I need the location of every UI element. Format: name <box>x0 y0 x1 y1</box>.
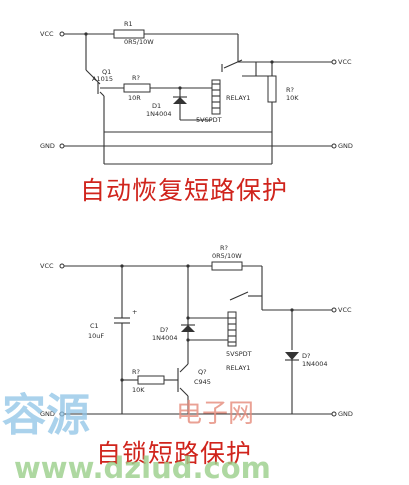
d-mid-bottom-value: 1N4004 <box>152 334 178 342</box>
gnd-in-top-terminal <box>59 143 65 149</box>
r-right-top-resistor <box>267 75 277 103</box>
d-mid-bottom-diode <box>181 325 195 332</box>
r-right-top-value: 10K <box>286 94 299 102</box>
gnd-out-top-label: GND <box>338 142 353 150</box>
top-circuit-title: 自动恢复短路保护 <box>80 176 288 205</box>
gnd-out-bottom-label: GND <box>338 410 353 418</box>
vcc-out-bottom-terminal <box>331 307 337 313</box>
d1-top-ref: D1 <box>152 102 161 110</box>
r-right-top-ref: R? <box>286 86 294 94</box>
watermark-brand: 容源 <box>2 390 90 441</box>
d-right-bottom-diode <box>285 352 299 360</box>
gnd-out-top-terminal <box>331 143 337 149</box>
d1-top-value: 1N4004 <box>146 110 172 118</box>
r1-top-value: 0R5/10W <box>124 38 154 46</box>
r1-bottom-value: 0R5/10W <box>212 252 242 260</box>
r1-top-resistor <box>113 29 145 39</box>
r-base-bottom-resistor <box>137 375 165 385</box>
circuit-top: VCC VCC GND GND R1 0R5/10W Q1 A1015 R? 1… <box>40 20 353 165</box>
q-bottom-ref: Q? <box>198 368 207 376</box>
r1-bottom-resistor <box>211 261 243 271</box>
vcc-in-bottom-label: VCC <box>40 262 54 270</box>
d1-top-diode <box>173 97 187 104</box>
relay1-bottom-coil <box>227 311 237 347</box>
vcc-in-top-terminal <box>59 31 65 37</box>
relay1-top-coil <box>211 79 221 115</box>
d-right-bottom-value: 1N4004 <box>302 360 328 368</box>
gnd-in-bottom-terminal <box>59 411 65 417</box>
relay1-top-ref: RELAY1 <box>226 94 250 102</box>
q1-top-value: A1015 <box>92 75 113 83</box>
bottom-circuit-title: 自锁短路保护 <box>96 439 252 468</box>
gnd-in-top-label: GND <box>40 142 55 150</box>
r-mid-top-ref: R? <box>132 74 140 82</box>
c1-bottom-ref: C1 <box>90 322 99 330</box>
vcc-out-top-terminal <box>331 59 337 65</box>
r1-bottom-ref: R? <box>220 244 228 252</box>
vcc-in-bottom-terminal <box>59 263 65 269</box>
q1-top-ref: Q1 <box>102 68 111 76</box>
r1-top-ref: R1 <box>124 20 133 28</box>
r-base-bottom-ref: R? <box>132 368 140 376</box>
gnd-in-bottom-label: GND <box>40 410 55 418</box>
vcc-in-top-label: VCC <box>40 30 54 38</box>
watermark-sub: 电子网 <box>176 399 254 429</box>
q-bottom-value: C945 <box>194 378 211 386</box>
c1-bottom-value: 10uF <box>88 332 104 340</box>
relay1-bottom-ref: RELAY1 <box>226 364 250 372</box>
circuit-bottom: VCC VCC GND GND R? 0R5/10W C1 10uF + D? … <box>40 244 353 418</box>
d-mid-bottom-ref: D? <box>160 326 168 334</box>
r-base-bottom-value: 10K <box>132 386 145 394</box>
r-mid-top-value: 10R <box>128 94 141 102</box>
vcc-out-top-label: VCC <box>338 58 352 66</box>
d-right-bottom-ref: D? <box>302 352 310 360</box>
r-mid-top-resistor <box>123 83 151 93</box>
relay1-bottom-value: 5VSPDT <box>226 350 252 358</box>
watermark-url: www.dzlud.com <box>14 451 271 485</box>
gnd-out-bottom-terminal <box>331 411 337 417</box>
c1-bottom-plus: + <box>132 308 137 316</box>
relay1-top-value: 5VSPDT <box>196 116 222 124</box>
vcc-out-bottom-label: VCC <box>338 306 352 314</box>
